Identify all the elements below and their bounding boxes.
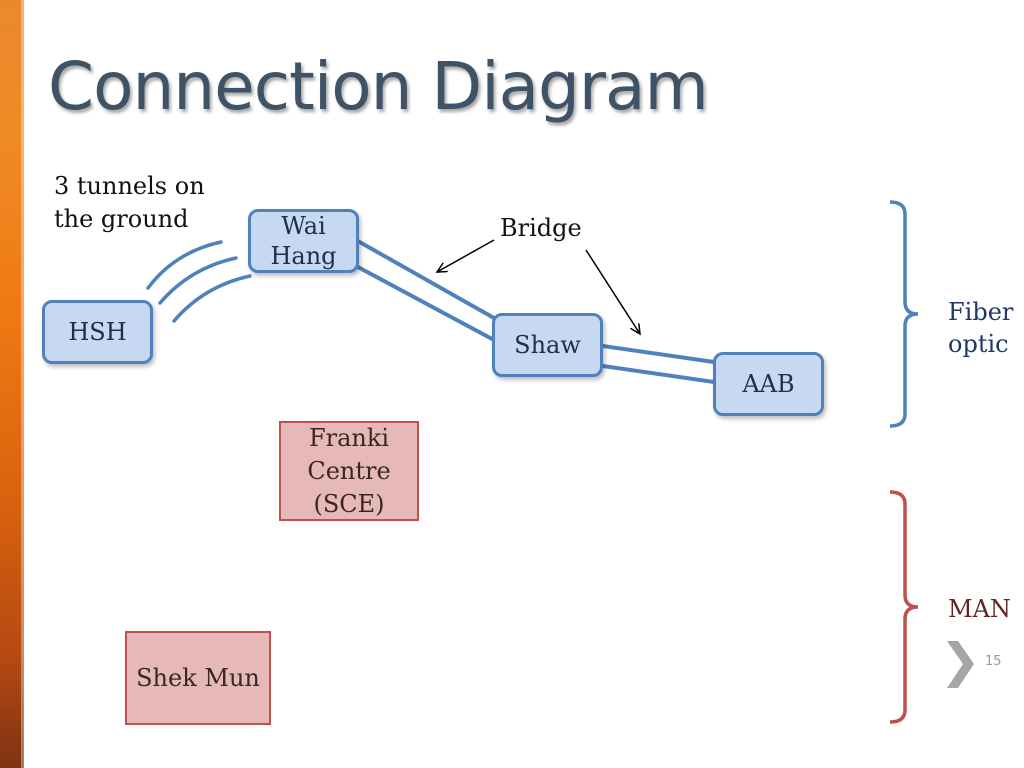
tunnel-arc-3 (172, 274, 252, 323)
fiber-optic-line-2: optic (948, 330, 1009, 358)
node-aab-label: AAB (742, 370, 795, 398)
node-shaw-label: Shaw (514, 331, 581, 359)
page-number: 15 (985, 654, 1002, 669)
node-wai-hang-line-2: Hang (270, 242, 337, 270)
tunnel-arcs (146, 240, 252, 323)
fiber-optic-line-1: Fiber (948, 298, 1014, 326)
node-wai-hang-line-1: Wai (281, 212, 326, 240)
node-franki-centre-line-2: Centre (307, 456, 391, 485)
bridge-arrow-left (437, 239, 495, 272)
tunnel-arc-2 (158, 256, 238, 305)
bridge-wai-hang-shaw (354, 238, 496, 342)
node-franki-centre-line-1: Franki (308, 423, 390, 452)
bridge-arrow-right (585, 249, 640, 334)
node-franki-centre: Franki Centre (SCE) (279, 421, 419, 521)
bridge-label: Bridge (500, 214, 582, 242)
node-shek-mun-label: Shek Mun (136, 664, 260, 692)
fiber-optic-bracket (889, 200, 919, 428)
node-shek-mun: Shek Mun (125, 631, 271, 725)
node-aab: AAB (713, 352, 824, 416)
tunnels-note: 3 tunnels on the ground (54, 172, 205, 233)
node-wai-hang: Wai Hang (248, 209, 359, 273)
man-label: MAN (948, 595, 1011, 623)
node-hsh-label: HSH (68, 318, 127, 346)
node-franki-centre-line-3: (SCE) (313, 489, 385, 518)
node-hsh: HSH (42, 300, 153, 364)
fiber-optic-label: Fiber optic (948, 296, 1013, 360)
node-shaw: Shaw (492, 313, 603, 377)
slide-title: Connection Diagram (48, 48, 709, 125)
chevron-right-icon (947, 641, 974, 688)
bridge-shaw-aab (601, 344, 716, 384)
orange-side-bar (0, 0, 24, 768)
man-bracket (889, 490, 919, 724)
tunnel-arc-1 (146, 240, 223, 290)
